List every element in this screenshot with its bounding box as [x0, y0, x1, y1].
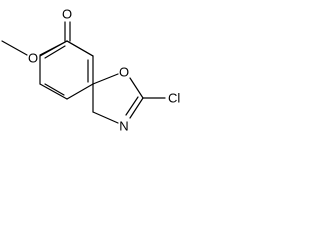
bond-c2-n-b [125, 96, 139, 116]
atom-chlorine: Cl [168, 91, 180, 106]
bond-ring-c3a-c4 [39, 83, 68, 100]
bond-ring-inner-2 [44, 83, 65, 96]
bond-ring-c7a-c3a [66, 83, 94, 100]
chemical-structure: O O O N Cl [1, 7, 180, 134]
atom-oxygen-ring: O [119, 65, 129, 80]
atom-nitrogen: N [119, 119, 128, 134]
bond-methyl-o [1, 40, 28, 56]
bond-n-c3a [92, 111, 119, 124]
bond-o-c2 [129, 77, 144, 99]
atom-oxygen-methoxy: O [28, 51, 38, 66]
bond-ring-c5-c6 [39, 40, 68, 57]
atom-oxygen-carbonyl: O [62, 7, 72, 22]
bond-ring-c6-c7 [66, 40, 94, 57]
bond-ring-inner-3 [44, 45, 66, 59]
bond-c7a-o [92, 73, 119, 85]
bond-c2-n-a [129, 97, 144, 119]
